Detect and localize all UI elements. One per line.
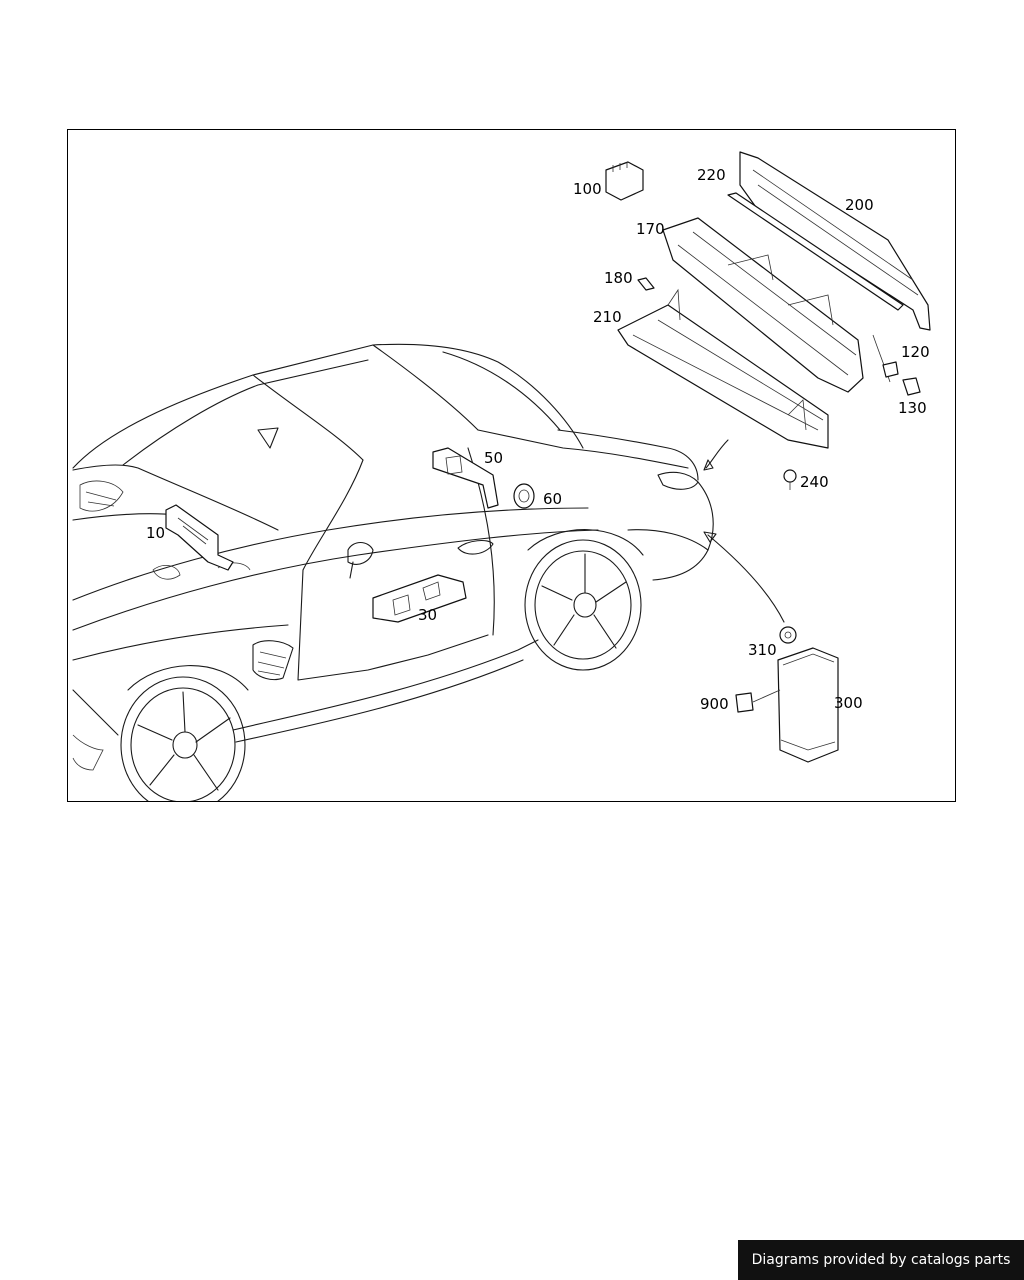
assembly-arrows	[703, 439, 785, 623]
car-outline	[72, 343, 714, 771]
parts-diagram-frame: 10 30 50 60 100 120 130 170 180 200 210 …	[67, 129, 956, 802]
callout-50: 50	[484, 449, 503, 467]
part-60	[513, 483, 535, 509]
part-220	[727, 192, 904, 311]
parts-diagram: 10 30 50 60 100 120 130 170 180 200 210 …	[72, 151, 931, 801]
callout-900: 900	[700, 695, 729, 713]
callout-10: 10	[146, 524, 165, 542]
callout-240: 240	[800, 473, 829, 491]
callout-180: 180	[604, 269, 633, 287]
rear-wheel	[524, 529, 644, 671]
part-100	[605, 161, 644, 201]
front-wheel	[120, 665, 249, 801]
part-900	[735, 689, 781, 713]
callout-210: 210	[593, 308, 622, 326]
part-300	[777, 647, 839, 763]
callout-310: 310	[748, 641, 777, 659]
callout-30: 30	[418, 606, 437, 624]
callout-130: 130	[898, 399, 927, 417]
part-130	[902, 377, 921, 396]
part-180	[637, 277, 655, 291]
callout-220: 220	[697, 166, 726, 184]
part-50	[432, 447, 499, 509]
part-170	[662, 217, 864, 393]
callout-120: 120	[901, 343, 930, 361]
callout-300: 300	[834, 694, 863, 712]
part-310	[779, 626, 797, 644]
callout-100: 100	[573, 180, 602, 198]
callout-labels: 10 30 50 60 100 120 130 170 180 200 210 …	[146, 166, 930, 713]
callout-60: 60	[543, 490, 562, 508]
part-210	[617, 288, 829, 449]
callout-200: 200	[845, 196, 874, 214]
footer-credit: Diagrams provided by catalogs parts	[738, 1240, 1024, 1280]
part-120	[872, 334, 899, 383]
callout-170: 170	[636, 220, 665, 238]
part-240	[783, 469, 797, 490]
part-10	[165, 504, 234, 571]
part-200	[739, 151, 931, 331]
part-30	[372, 574, 467, 623]
